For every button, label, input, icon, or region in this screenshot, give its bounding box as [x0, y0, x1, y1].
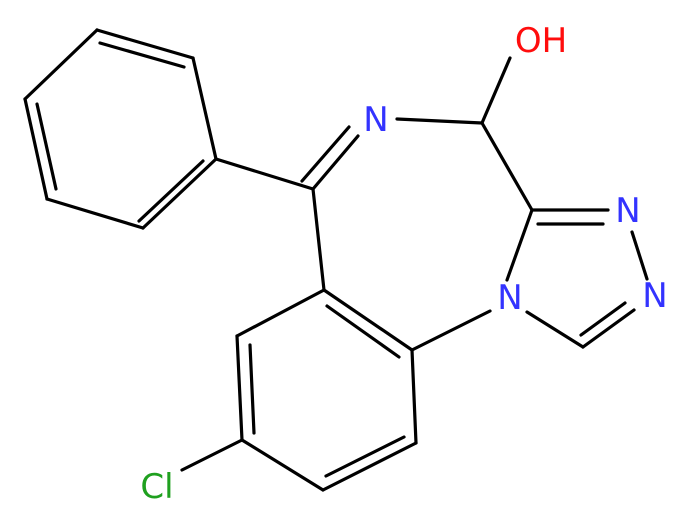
bond-c4-c3a [480, 121, 534, 212]
bond-c6a-c7 [235, 288, 326, 338]
bridgehead-nitrogen-label: N [497, 278, 522, 318]
bond-c6-n5-inner [300, 125, 351, 183]
bond-c6-n5 [311, 134, 360, 191]
bond-c7-c8 [235, 334, 244, 442]
triazole-ring [505, 208, 649, 349]
chlorine-label: Cl [140, 467, 173, 507]
bond-ph-2 [191, 56, 218, 161]
bond-ph-6 [23, 28, 99, 101]
bond-c8-c9 [240, 438, 325, 492]
bond-phenyl-c6 [214, 157, 315, 191]
bond-c8-cl [180, 438, 244, 472]
bond-n10-c3a [505, 208, 534, 282]
diazepine-ring [300, 117, 534, 292]
bond-c9a-c6a-inner [325, 304, 401, 359]
bond-n2-c1 [581, 308, 636, 349]
bond-n3-n2 [630, 230, 649, 281]
bond-ph-5-inner [35, 102, 58, 191]
bond-c7-c8-inner [248, 343, 256, 435]
bond-ph-3-inner [137, 159, 205, 223]
bond-n2-c1-inner [579, 301, 627, 337]
bond-c9-c10-inner [324, 435, 406, 478]
bond-c9-c10 [321, 441, 418, 492]
triazole-nitrogen-lower-label: N [642, 276, 667, 316]
bond-c9a-c6a [322, 288, 414, 352]
triazole-nitrogen-upper-label: N [615, 191, 640, 231]
bond-ph-1 [95, 28, 195, 60]
phenyl-ring [23, 28, 218, 230]
bond-c1-n10 [525, 310, 585, 349]
bond-c10-c9a [410, 348, 418, 445]
bond-c4-oh [480, 56, 512, 125]
bond-n10-c9a [410, 309, 492, 352]
bond-c6-c6a [311, 187, 326, 292]
bond-n5-c4 [395, 117, 484, 125]
hydroxyl-label: OH [515, 21, 567, 61]
bond-ph-4 [45, 197, 145, 230]
bond-ph-5 [23, 97, 49, 201]
bond-ph-3 [141, 157, 218, 230]
benzo-ring [235, 288, 492, 492]
imine-nitrogen-label: N [363, 100, 388, 140]
bond-ph-1-inner [98, 41, 186, 69]
